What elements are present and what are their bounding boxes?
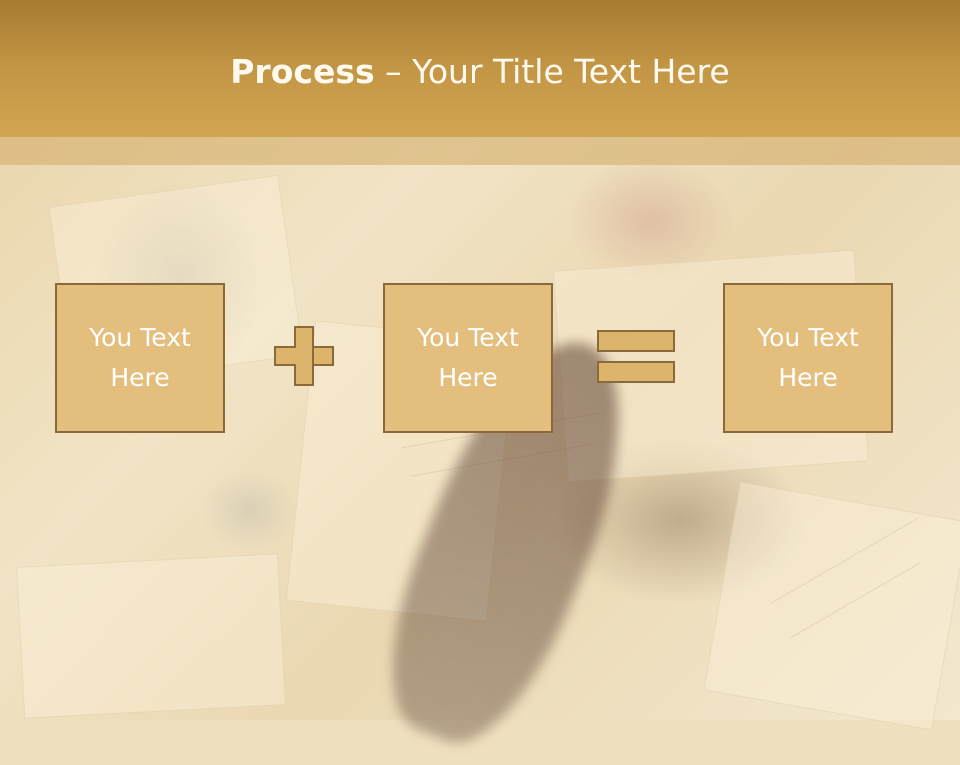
title-bar	[0, 0, 960, 137]
background-paper	[16, 553, 286, 719]
background-paper	[703, 481, 960, 731]
box-text-line1: You Text	[757, 323, 859, 352]
title-bold-text: Process	[230, 52, 375, 91]
box-text-line1: You Text	[417, 323, 519, 352]
box-text-line2: Here	[778, 363, 838, 392]
box-text-line2: Here	[438, 363, 498, 392]
process-box-2[interactable]: You Text Here	[383, 283, 553, 433]
title-bar-band	[0, 137, 960, 165]
equals-icon	[597, 330, 675, 384]
plus-icon	[274, 326, 334, 386]
slide-title[interactable]: Process – Your Title Text Here	[0, 52, 960, 91]
box-text-line1: You Text	[89, 323, 191, 352]
title-rest-text: – Your Title Text Here	[374, 52, 730, 91]
process-box-3[interactable]: You Text Here	[723, 283, 893, 433]
box-text-line2: Here	[110, 363, 170, 392]
process-box-1[interactable]: You Text Here	[55, 283, 225, 433]
